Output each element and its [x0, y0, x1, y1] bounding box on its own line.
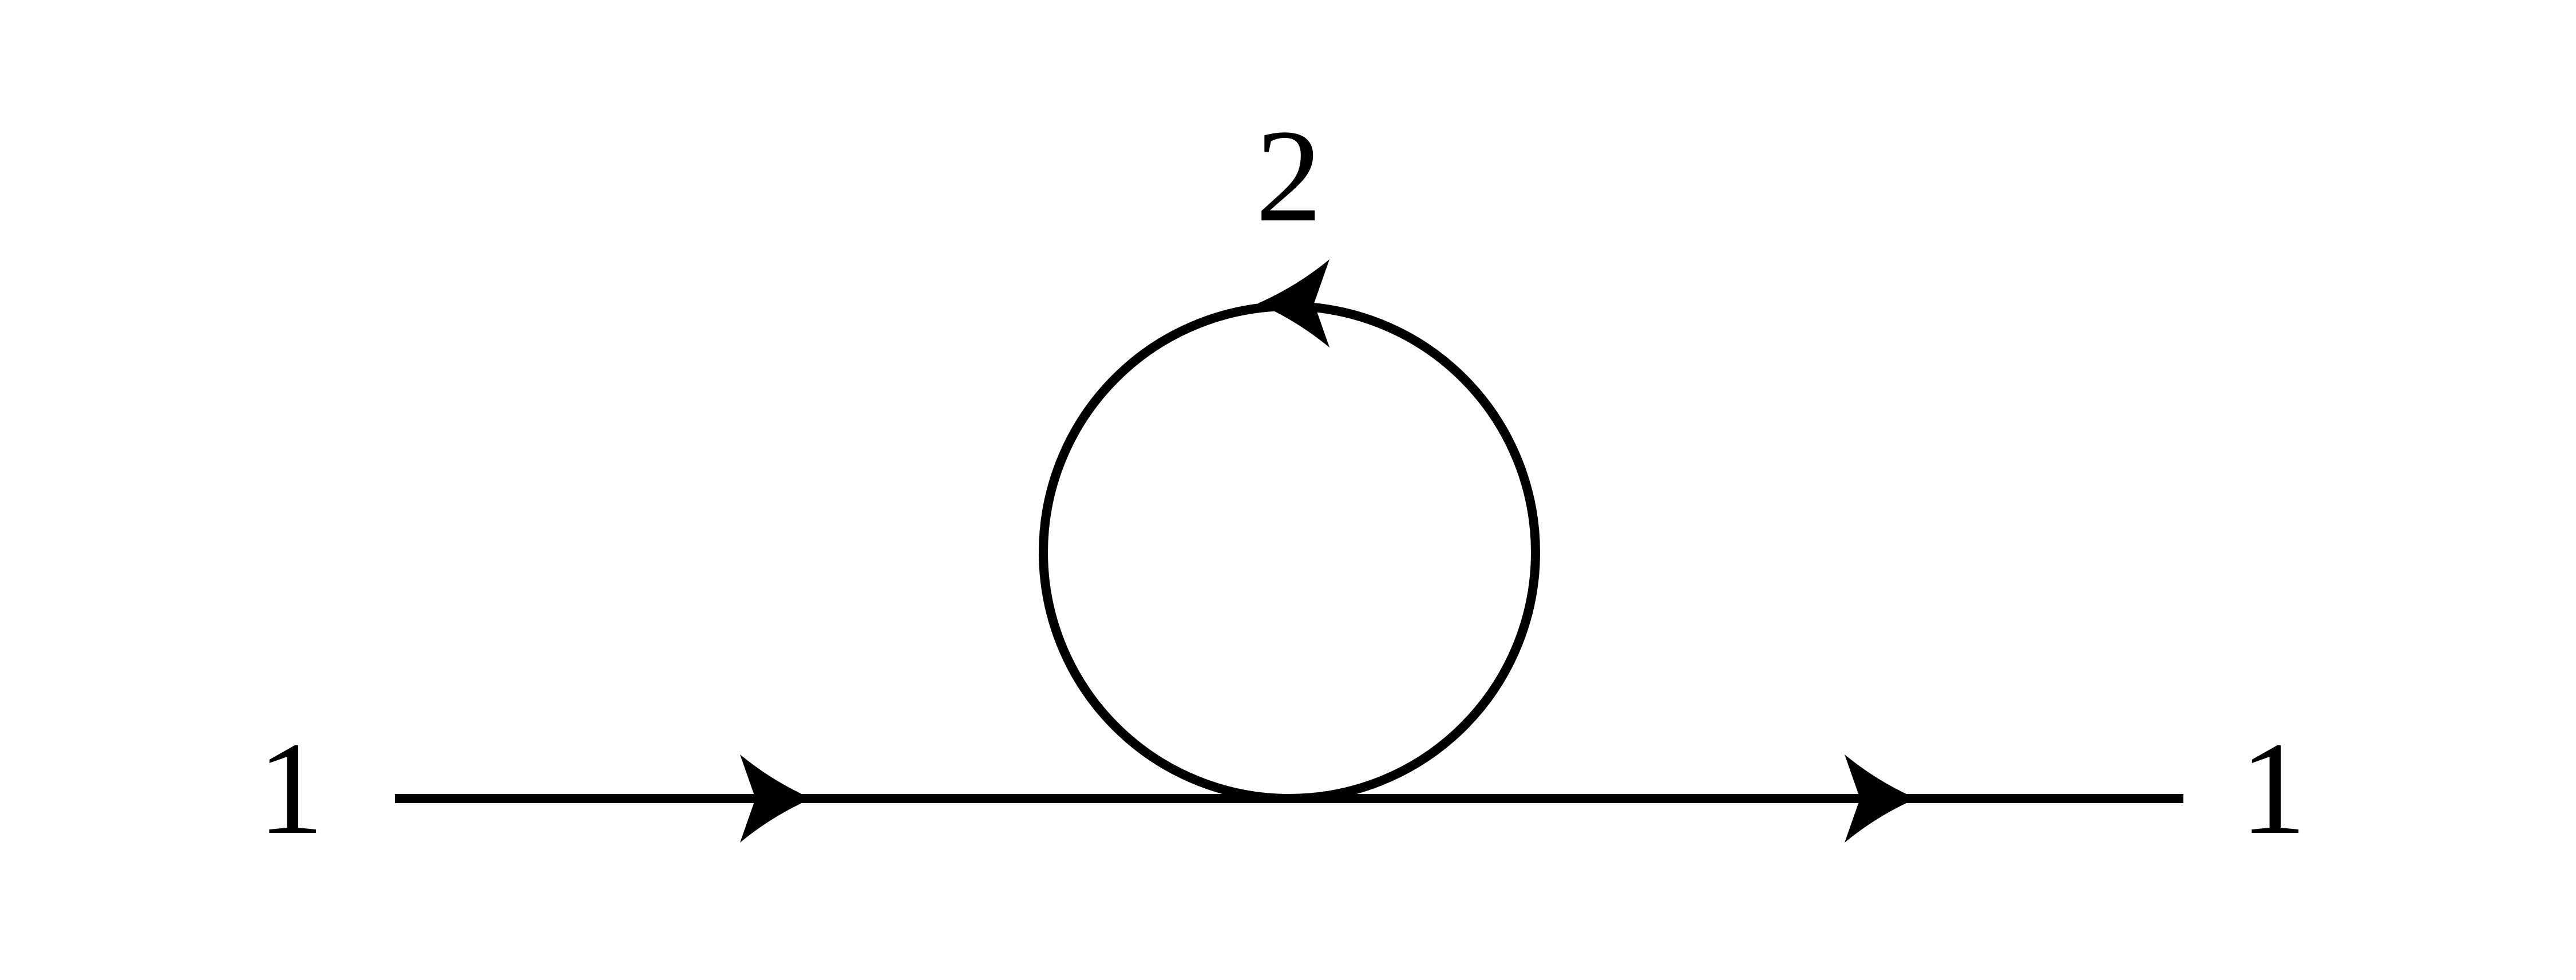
incoming-label: 1 — [258, 715, 324, 862]
loop-line — [1039, 302, 1540, 803]
arrowhead-right-left-segment — [740, 754, 812, 843]
arrowhead-right-right-segment — [1845, 754, 1916, 843]
outgoing-label: 1 — [2240, 715, 2306, 862]
loop-label: 2 — [1256, 102, 1322, 250]
arrowhead-left-loop — [1258, 259, 1329, 347]
